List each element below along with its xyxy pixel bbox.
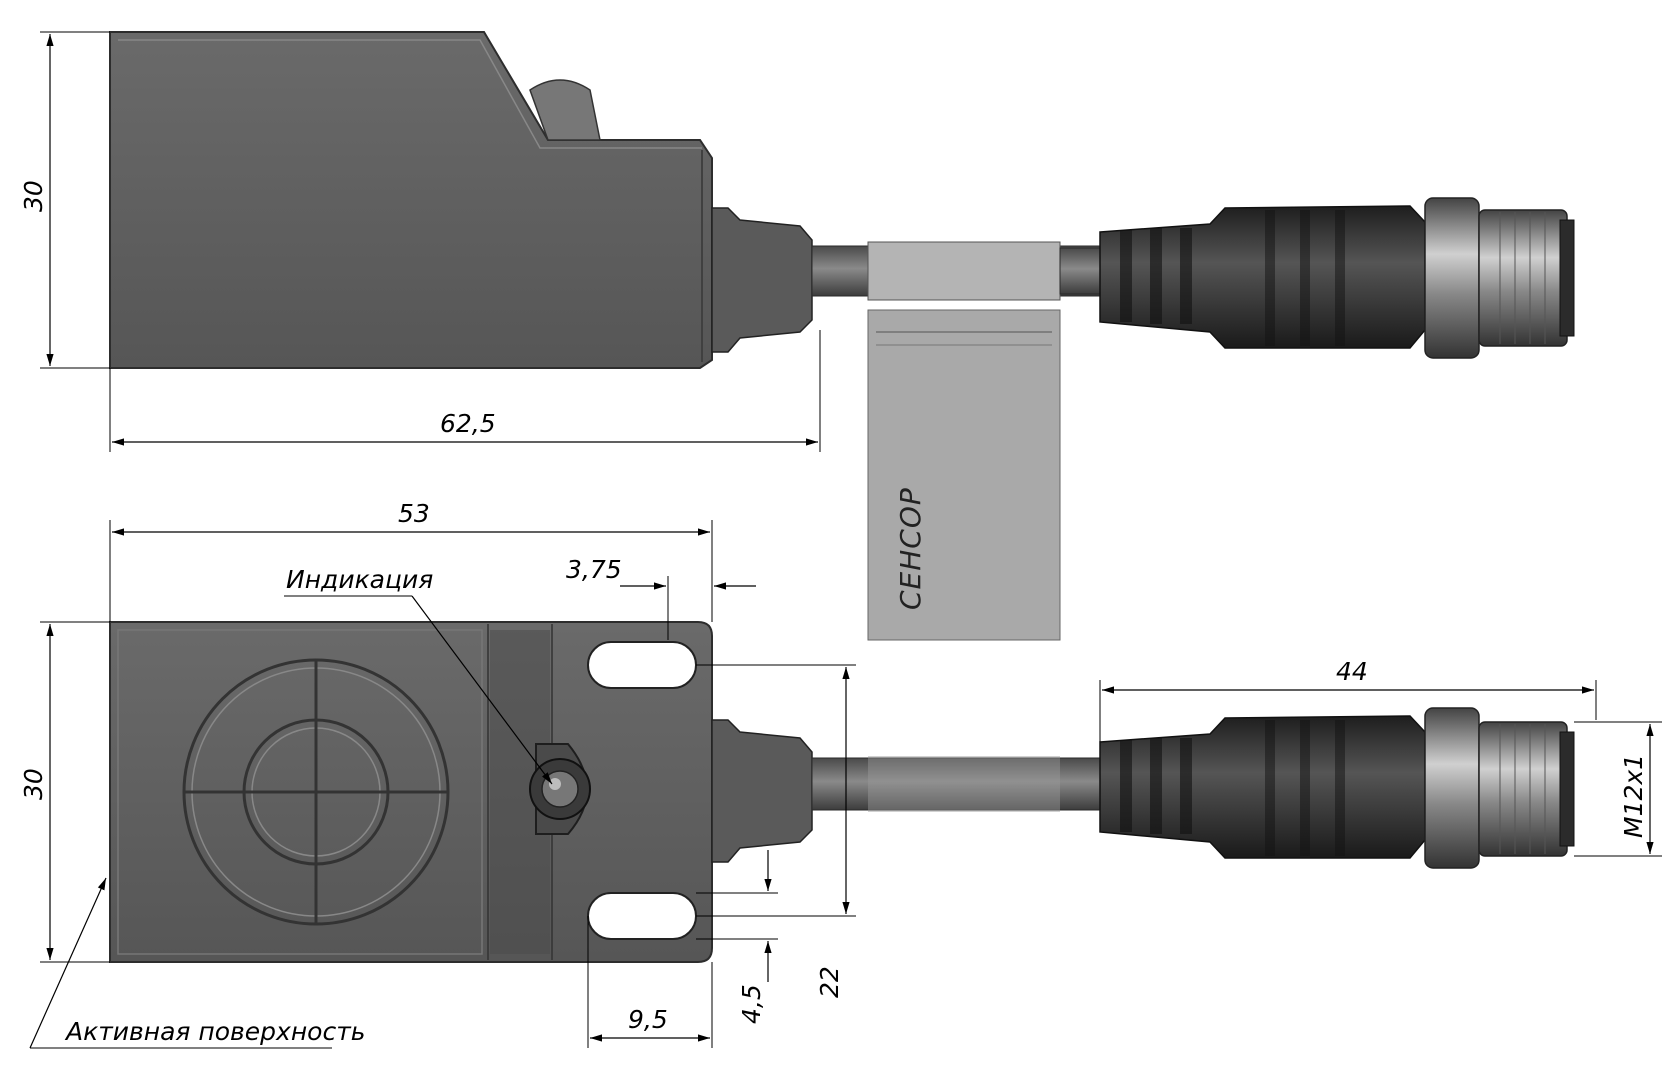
cable-gland-side [711,207,813,353]
side-length-dimension: 62,5 [440,409,496,438]
cable-tag-text: СЕНСОР [894,487,927,610]
cable-gland-front [711,719,813,863]
cable-front [811,757,1113,811]
connector-length-dimension: 44 [1336,657,1368,686]
slot-width-dimension: 4,5 [737,984,766,1024]
hole-pitch-dimension: 22 [815,966,844,998]
side-view: СЕНСОР 30 62,5 [19,31,1575,641]
indicator-callout: Индикация [286,565,433,594]
cable-tag [867,309,1061,641]
connector-side [1099,197,1575,359]
mounting-slot-top [587,641,697,689]
mounting-slot-bottom [587,892,697,940]
sensor-body-side [109,31,713,369]
front-width-dimension: 53 [398,499,430,528]
cable-tag-band [867,241,1061,301]
edge-offset-dimension: 3,75 [566,555,622,584]
active-surface-symbol [182,658,450,926]
front-view: 53 3,75 30 22 4,5 9,5 44 [19,499,1662,1049]
front-height-dimension: 30 [19,768,48,800]
thread-dimension: M12x1 [1619,754,1648,838]
active-surface-callout: Активная поверхность [64,1017,366,1046]
slot-edge-dimension: 9,5 [628,1005,668,1034]
connector-front [1099,707,1575,869]
side-height-dimension: 30 [19,180,48,212]
indicator-lens-side [529,79,601,141]
